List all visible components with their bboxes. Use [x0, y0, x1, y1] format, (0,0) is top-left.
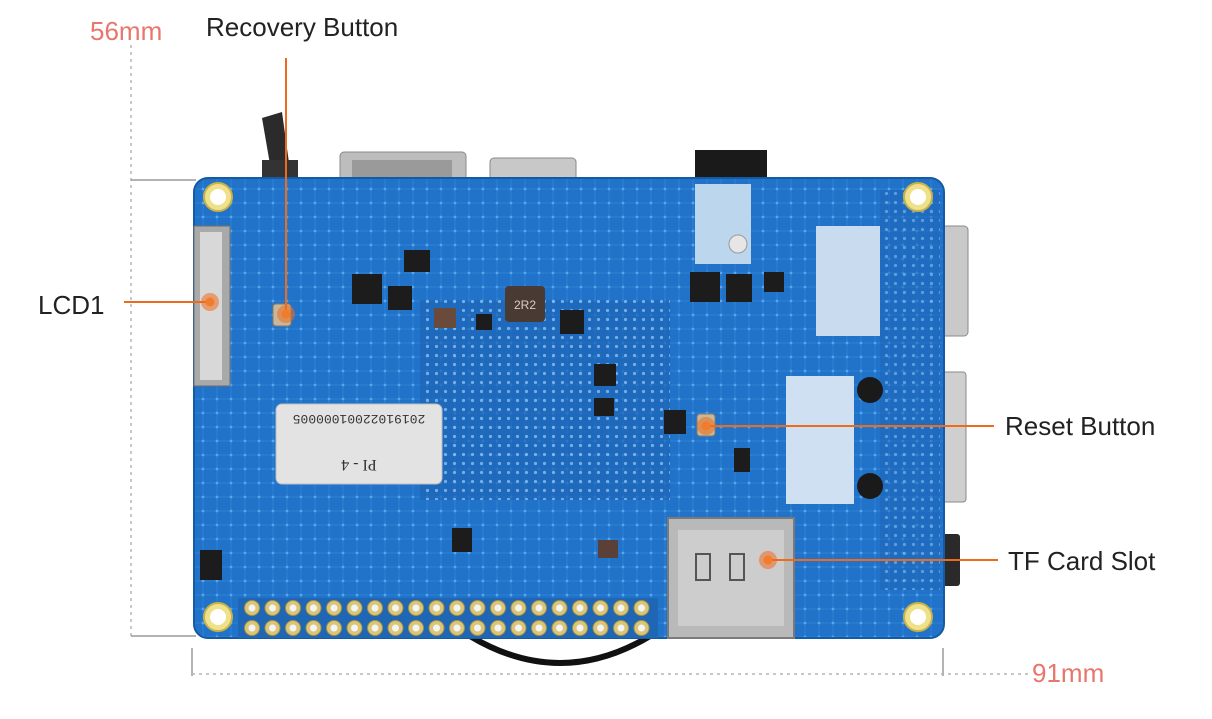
serial-sticker: 20191022001000005 PI - 4: [275, 403, 443, 485]
tf-card-slot-label: TF Card Slot: [1008, 546, 1156, 576]
gpio-pin-hole: [556, 604, 563, 612]
gpio-pin-hole: [392, 624, 399, 632]
gpio-pin-hole: [433, 624, 440, 632]
gpio-pin-hole: [597, 624, 604, 632]
sticker-model-text: PI - 4: [341, 456, 377, 473]
gpio-pin-hole: [494, 604, 502, 612]
gpio-pin-hole: [330, 624, 338, 632]
gpio-pin-hole: [289, 624, 297, 632]
mounting-holes: [203, 182, 933, 632]
gpio-pin-hole: [371, 624, 379, 632]
gpio-pin-hole: [617, 604, 625, 612]
top-connectors: [262, 112, 767, 186]
width-dimension-label: 91mm: [1032, 658, 1105, 688]
dimension-lines: [130, 45, 1030, 676]
gpio-pin-hole: [310, 624, 317, 632]
gpio-pin-hole: [576, 624, 584, 632]
gpio-pin-hole: [453, 624, 461, 632]
gpio-pin-hole: [494, 624, 502, 632]
gpio-pin-hole: [576, 604, 584, 612]
lcd1-label: LCD1: [38, 290, 105, 320]
chips: 2R2: [200, 250, 784, 580]
tf-card-slot: [667, 517, 795, 639]
lcd-connector: [193, 225, 231, 387]
gpio-pin-hole: [433, 604, 440, 612]
recovery-button-label: Recovery Button: [206, 12, 399, 42]
sticker-serial-text: 20191022001000005: [293, 411, 426, 426]
gpio-pin-hole: [371, 604, 379, 612]
gpio-pin-hole: [412, 604, 420, 612]
gpio-pin-hole: [638, 604, 645, 612]
gpio-pin-hole: [535, 624, 543, 632]
height-dimension-label: 56mm: [90, 16, 163, 46]
gpio-pin-hole: [535, 604, 543, 612]
gpio-pin-hole: [392, 604, 399, 612]
gpio-pin-hole: [330, 604, 338, 612]
gpio-pin-hole: [638, 624, 645, 632]
reset-button-label: Reset Button: [1005, 411, 1156, 441]
pad-regions: [695, 184, 883, 504]
gpio-pin-hole: [351, 604, 358, 612]
gpio-pin-hole: [474, 604, 481, 612]
gpio-pin-hole: [248, 624, 256, 632]
gpio-pin-hole: [597, 604, 604, 612]
gpio-pin-hole: [556, 624, 563, 632]
callout-lines: [124, 58, 998, 569]
gpio-pin-hole: [269, 604, 276, 612]
gpio-pin-hole: [412, 624, 420, 632]
gpio-pin-hole: [351, 624, 358, 632]
gpio-pin-hole: [453, 604, 461, 612]
gpio-pin-hole: [617, 624, 625, 632]
gpio-pin-hole: [289, 604, 297, 612]
gpio-pin-hole: [310, 604, 317, 612]
gpio-pin-hole: [269, 624, 276, 632]
gpio-pin-hole: [474, 624, 481, 632]
gpio-header: [238, 598, 658, 638]
gpio-pin-hole: [515, 624, 522, 632]
inductor-mark: 2R2: [514, 298, 536, 312]
gpio-pin-hole: [248, 604, 256, 612]
gpio-pin-hole: [515, 604, 522, 612]
